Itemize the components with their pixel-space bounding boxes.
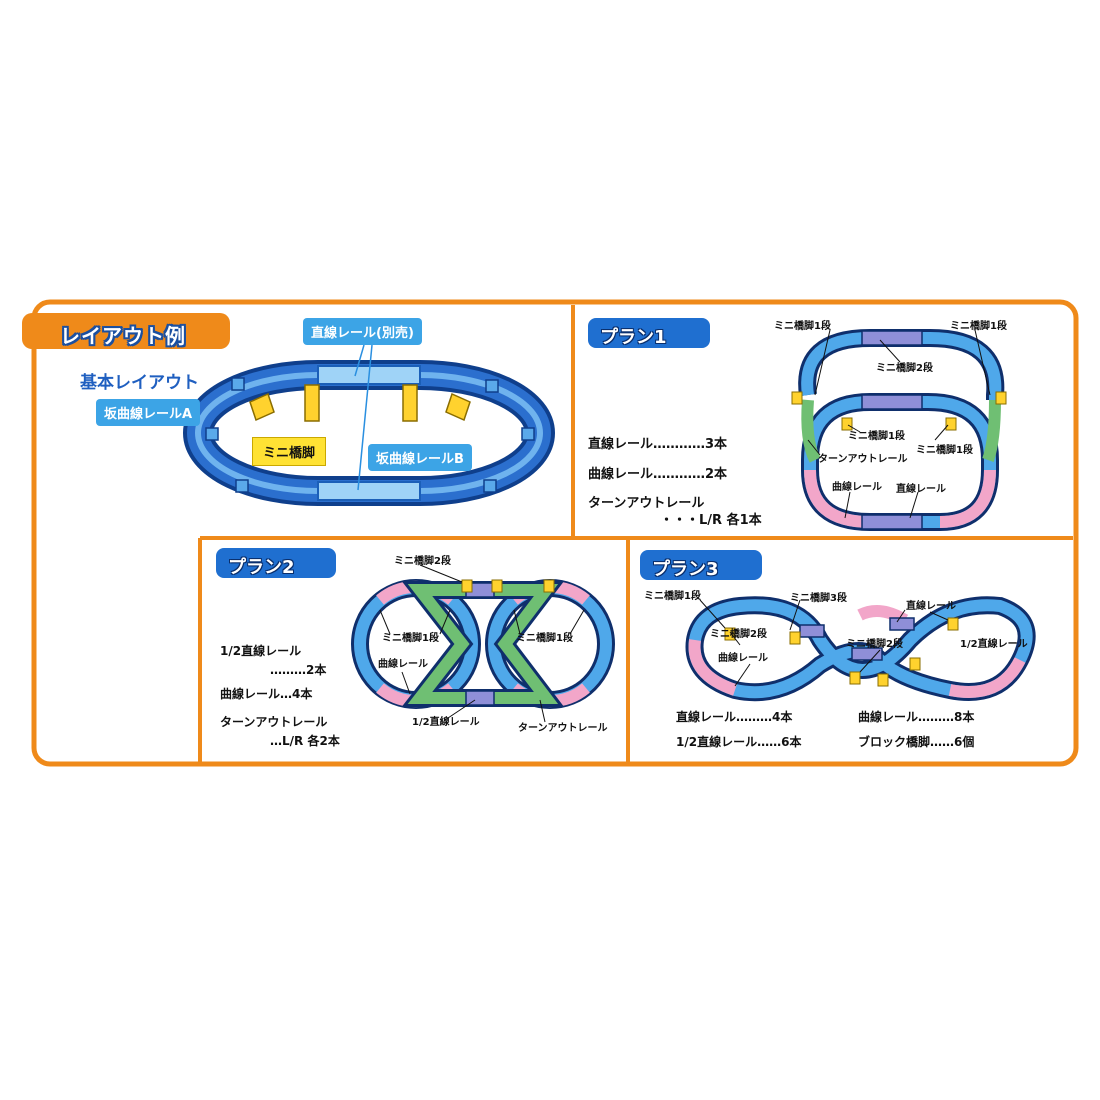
plan3-callout-straight: 直線レール bbox=[906, 601, 956, 612]
plan2-callout-pier1-left: ミニ橋脚1段 bbox=[382, 633, 439, 644]
plan1-track bbox=[791, 329, 1007, 531]
plan1-callout-pier1-right: ミニ橋脚1段 bbox=[950, 321, 1007, 332]
plan3-badge: プラン3 bbox=[640, 550, 762, 580]
plan2-callout-half-straight: 1/2直線レール bbox=[412, 717, 480, 728]
plan2-callout-turnout: ターンアウトレール bbox=[518, 723, 608, 734]
plan3-callout-half-straight: 1/2直線レール bbox=[960, 639, 1028, 650]
plan3-callout-pier2-mid: ミニ橋脚2段 bbox=[846, 639, 903, 650]
section-title-tab: レイアウト例 bbox=[22, 313, 230, 349]
plan1-callout-pier1-left: ミニ橋脚1段 bbox=[774, 321, 831, 332]
plan2-part-turnout: ターンアウトレール bbox=[220, 715, 328, 729]
plan3-callout-pier3: ミニ橋脚3段 bbox=[790, 593, 847, 604]
plan3-badge-text: プラン3 bbox=[652, 559, 719, 580]
plan1-callout-turnout: ターンアウトレール bbox=[818, 454, 908, 465]
plan3-callout-pier2-left: ミニ橋脚2段 bbox=[710, 629, 767, 640]
plan1-callout-curve: 曲線レール bbox=[832, 482, 882, 493]
outer-frame bbox=[31, 299, 1079, 767]
plan2-part-half-straight-qty: ………2本 bbox=[270, 663, 327, 677]
plan2-callout-pier1-right: ミニ橋脚1段 bbox=[516, 633, 573, 644]
plan2-track bbox=[351, 579, 615, 709]
plan1-part-straight: 直線レール…………3本 bbox=[588, 437, 728, 452]
plan3-callout-curve-left: 曲線レール bbox=[718, 653, 768, 664]
plan3-callout-pier1: ミニ橋脚1段 bbox=[644, 591, 701, 602]
plan1-callout-pier1-mid-right: ミニ橋脚1段 bbox=[916, 445, 973, 456]
plan2-part-turnout-qty: …L/R 各2本 bbox=[270, 734, 340, 748]
straight-rail-sold-label: 直線レール(別売) bbox=[303, 318, 422, 345]
plan2-badge: プラン2 bbox=[216, 548, 336, 578]
plan1-part-turnout: ターンアウトレール bbox=[588, 496, 705, 511]
plan3-part-curve: 曲線レール………8本 bbox=[858, 710, 975, 724]
section-title: レイアウト例 bbox=[60, 324, 186, 348]
plan1-part-turnout-qty: ・・・L/R 各1本 bbox=[660, 513, 762, 528]
plan3-part-block-pier: ブロック橋脚……6個 bbox=[858, 735, 975, 749]
plan1-part-curve: 曲線レール…………2本 bbox=[588, 467, 728, 482]
slope-rail-b-label: 坂曲線レールB bbox=[368, 444, 472, 471]
plan2-part-half-straight: 1/2直線レール bbox=[220, 644, 302, 658]
plan2-callout-pier2: ミニ橋脚2段 bbox=[394, 556, 451, 567]
plan3-part-half-straight: 1/2直線レール……6本 bbox=[676, 735, 802, 749]
basic-oval-track bbox=[183, 360, 555, 506]
plan1-callout-pier2-top: ミニ橋脚2段 bbox=[876, 363, 933, 374]
plan3-track bbox=[685, 596, 1036, 702]
slope-rail-a-label: 坂曲線レールA bbox=[96, 399, 201, 426]
plan2-part-curve: 曲線レール…4本 bbox=[220, 687, 313, 701]
plan1-badge-text: プラン1 bbox=[600, 327, 667, 348]
plan1-callout-pier1-mid-left: ミニ橋脚1段 bbox=[848, 431, 905, 442]
plan1-badge: プラン1 bbox=[588, 318, 710, 348]
mini-pier-label: ミニ橋脚 bbox=[252, 437, 327, 466]
plan2-badge-text: プラン2 bbox=[228, 557, 295, 578]
plan2-callout-curve: 曲線レール bbox=[378, 659, 428, 670]
plan3-part-straight: 直線レール………4本 bbox=[676, 710, 793, 724]
basic-layout-heading: 基本レイアウト bbox=[80, 373, 199, 393]
plan1-callout-straight: 直線レール bbox=[896, 484, 946, 495]
